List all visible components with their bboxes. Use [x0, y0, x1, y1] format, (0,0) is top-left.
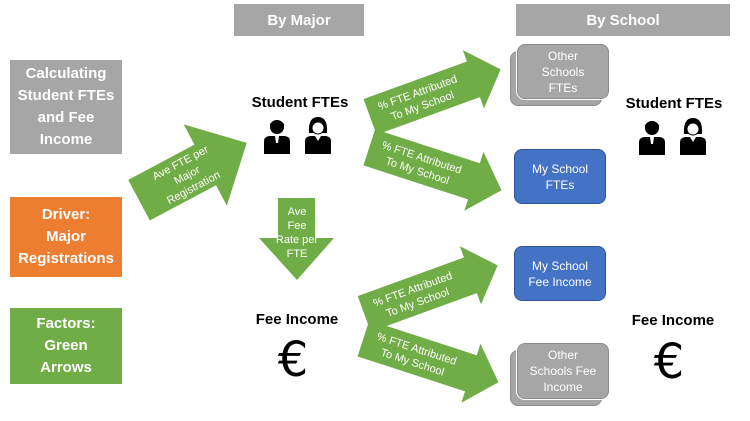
legend-factors: Factors: Green Arrows: [10, 308, 122, 384]
euro-icon: €: [277, 332, 309, 388]
box-my-school-ftes: My School FTEs: [514, 149, 606, 204]
arrow-pct-top-other: % FTE Attributed To My School: [363, 50, 501, 135]
legend-factors-line: Factors:: [36, 315, 96, 332]
legend-calculating: Calculating Student FTEs and Fee Income: [10, 60, 122, 154]
arrow-ave-fee: Ave Fee Rate per FTE: [259, 198, 334, 280]
legend-calculating-line: Income: [39, 131, 93, 148]
person-male-icon: [264, 120, 290, 154]
person-male-icon: [639, 121, 665, 155]
arrow-pct-top-my: % FTE Attributed To My School: [363, 129, 502, 211]
box-line: Schools: [541, 64, 585, 79]
box-my-school-fee-income: My School Fee Income: [514, 246, 606, 301]
legend-factors-line: Arrows: [40, 359, 92, 376]
arrow-pct-fee-other: % FTE Attributed To My School: [357, 320, 499, 403]
box-other-schools-fee-income: Other Schools Fee Income: [517, 343, 609, 399]
legend-driver-line: Major: [45, 228, 86, 245]
heading-student-ftes-right: Student FTEs: [625, 95, 723, 112]
box-line: Income: [543, 380, 583, 394]
box-line: Other: [547, 48, 578, 63]
box-line: My School: [531, 161, 589, 176]
header-by-school: By School: [516, 4, 730, 36]
legend-driver-line: Registrations: [18, 250, 114, 267]
legend-factors-line: Green: [44, 337, 88, 354]
euro-icon: €: [653, 334, 685, 390]
box-line: Other: [547, 348, 578, 362]
arrow-ave-fee-line-4: FTE: [287, 248, 308, 260]
box-other-schools-ftes: Other Schools FTEs: [517, 44, 609, 99]
arrow-ave-fee-line-1: Ave: [288, 206, 307, 218]
arrow-ave-fte: Ave FTE per Major Registration: [128, 124, 247, 221]
arrow-pct-fee-my: % FTE Attributed To My School: [357, 246, 498, 332]
legend-driver-line: Driver:: [41, 206, 91, 223]
header-by-major: By Major: [234, 4, 364, 36]
heading-fee-income-left: Fee Income: [255, 311, 339, 328]
legend-driver: Driver: Major Registrations: [10, 197, 122, 277]
box-line: My School: [531, 258, 589, 273]
box-line: FTEs: [548, 80, 578, 95]
heading-student-ftes-left: Student FTEs: [251, 94, 349, 111]
person-female-icon: [305, 117, 331, 154]
box-line: FTEs: [545, 177, 575, 192]
box-line: Fee Income: [528, 274, 592, 289]
person-female-icon: [680, 118, 706, 155]
heading-fee-income-right: Fee Income: [631, 312, 715, 329]
legend-calculating-line: and Fee: [37, 109, 95, 126]
box-line: Schools Fee: [529, 364, 597, 378]
legend-calculating-line: Calculating: [25, 65, 107, 82]
arrow-ave-fee-line-2: Fee: [288, 220, 307, 232]
arrow-ave-fee-line-3: Rate per: [276, 234, 319, 246]
legend-calculating-line: Student FTEs: [17, 87, 115, 104]
